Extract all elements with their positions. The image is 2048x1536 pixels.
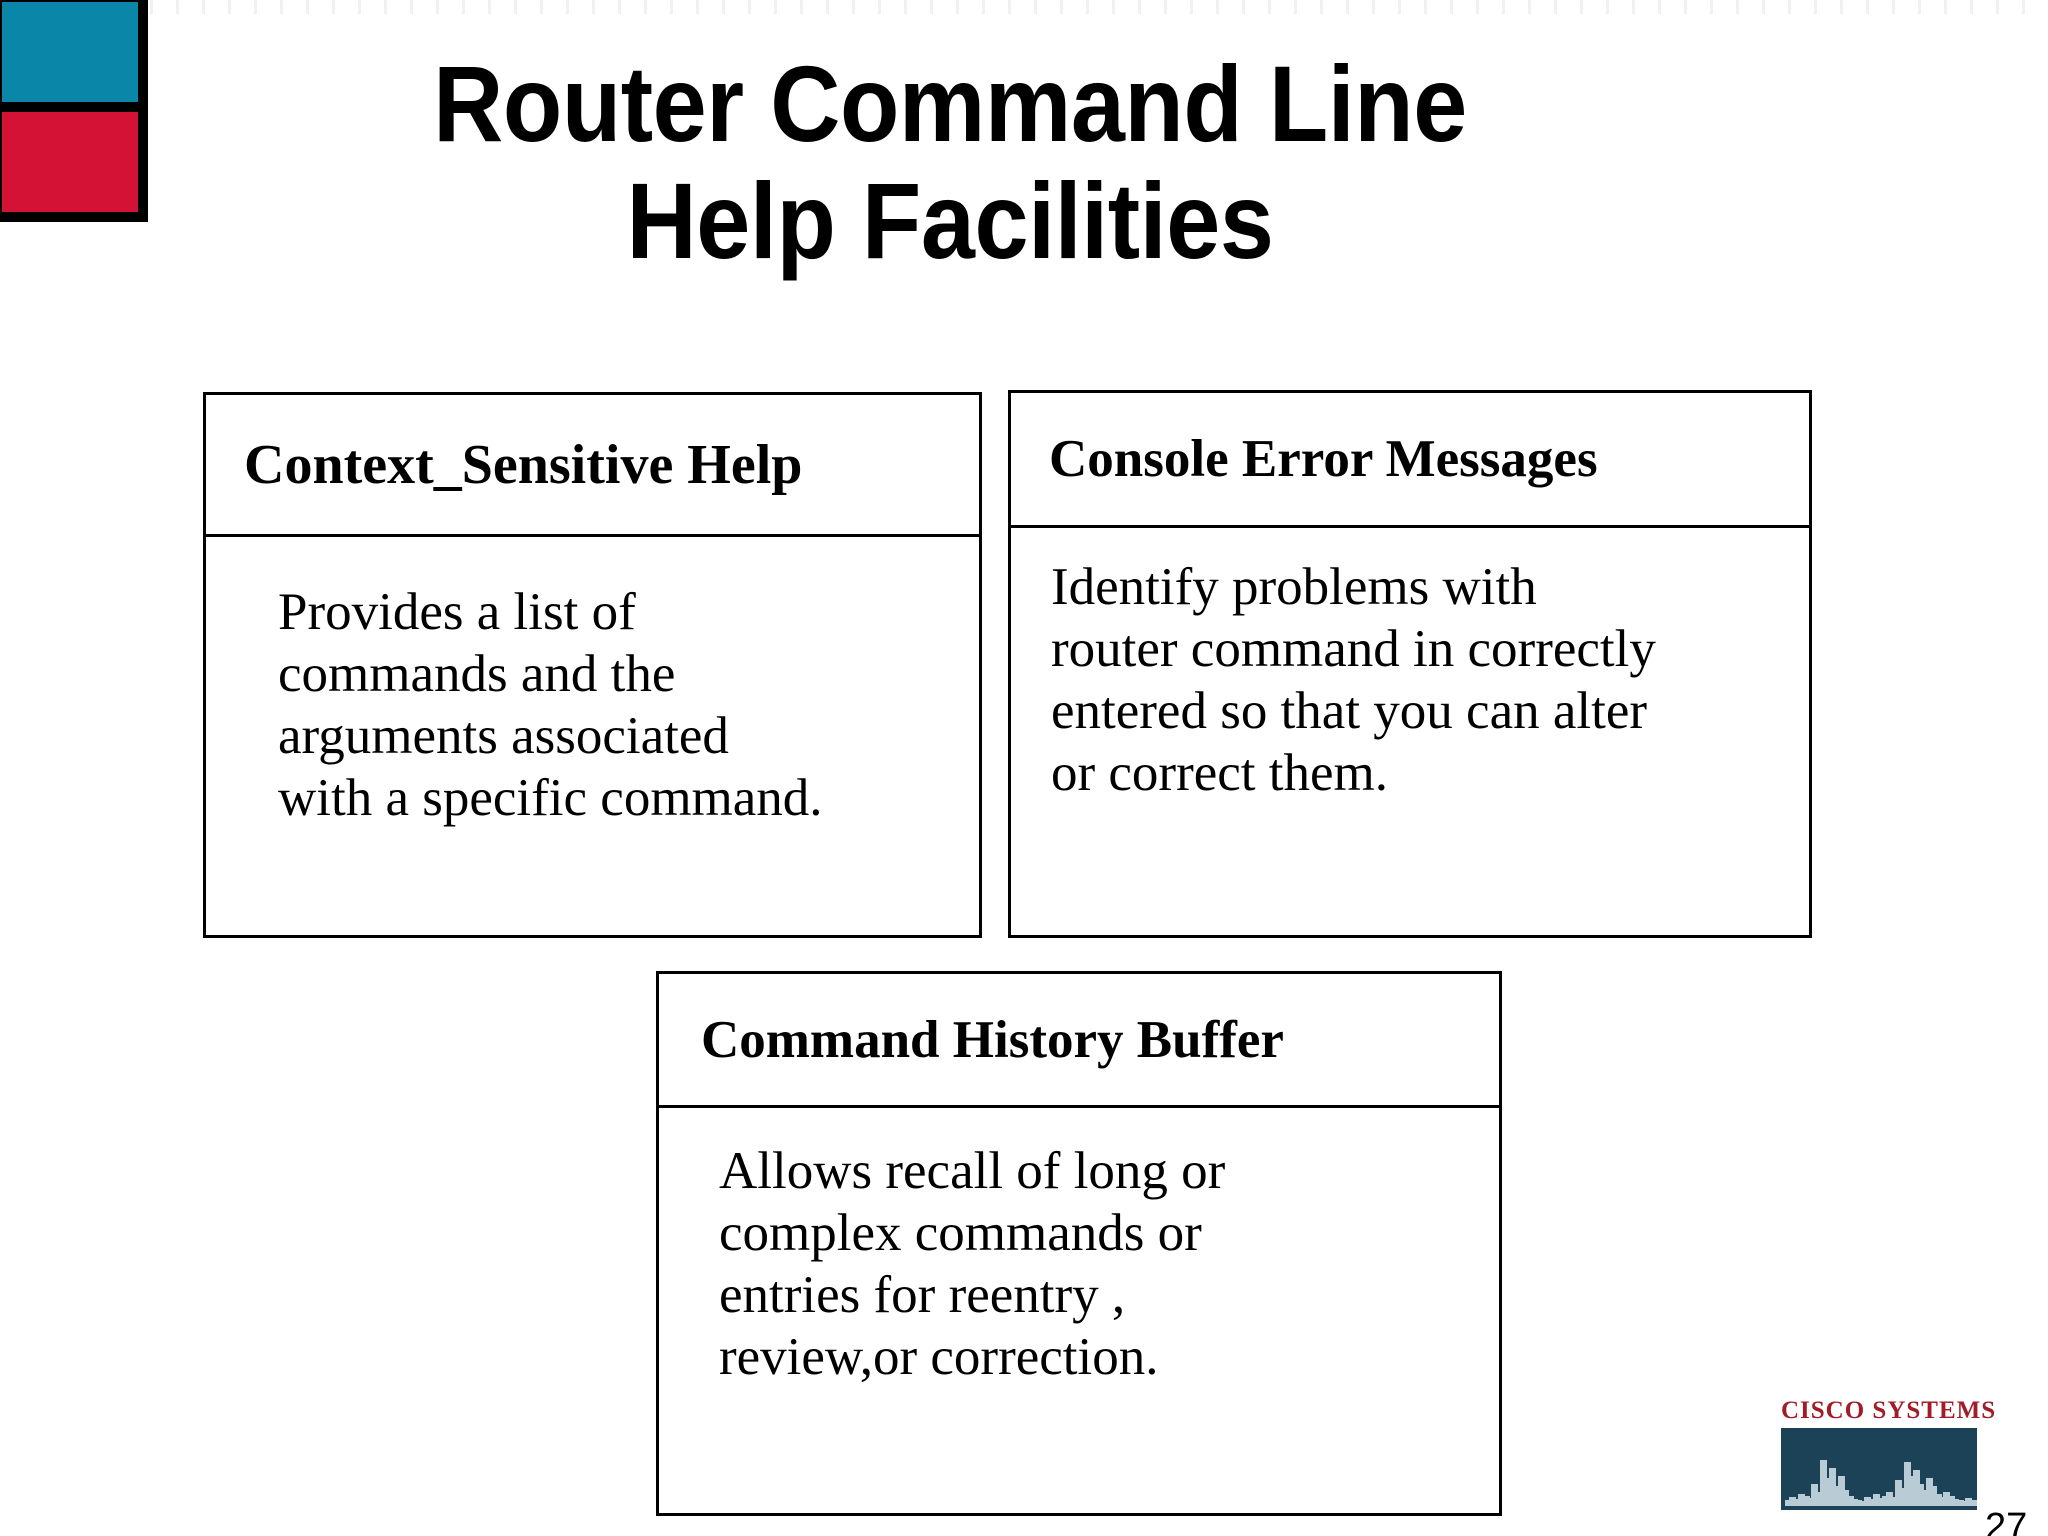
concept-box-command-history-buffer: Command History Buffer Allows recall of … [656, 971, 1502, 1516]
cisco-bridge-bar [1899, 1488, 1907, 1506]
title-line-1: Router Command Line [433, 43, 1467, 164]
cisco-bridge-bar [1846, 1496, 1854, 1506]
concept-box-context-sensitive-help: Context_Sensitive Help Provides a list o… [203, 392, 982, 938]
box-body-console-error-messages: Identify problems with router command in… [1051, 558, 1656, 802]
cisco-bridge-bar [1802, 1496, 1810, 1506]
cisco-bridge-bar [1851, 1499, 1858, 1506]
cisco-bridge-bar [1859, 1501, 1867, 1506]
cisco-bridge-bar [1864, 1497, 1872, 1506]
box-header-command-history-buffer: Command History Buffer [659, 974, 1499, 1108]
cisco-bridge-bar [1842, 1490, 1850, 1506]
cisco-wordmark-text: CISCO SYSTEMS [1781, 1397, 1997, 1424]
cisco-bridge-bar [1943, 1492, 1951, 1506]
cisco-bridge-bar [1815, 1492, 1823, 1506]
cisco-bridge-bar [1798, 1494, 1806, 1506]
cisco-bridge-bar [1881, 1496, 1889, 1506]
cisco-bridge-bar [1939, 1497, 1946, 1506]
cisco-bridge-bar [1855, 1500, 1863, 1506]
cisco-bridge-bar [1895, 1480, 1902, 1506]
cisco-bridge-bar [1934, 1494, 1942, 1506]
cisco-bridge-bar [1820, 1460, 1828, 1506]
cisco-bridge-bar [1886, 1492, 1894, 1506]
cisco-bridge-bar [1785, 1500, 1792, 1506]
concept-box-console-error-messages: Console Error Messages Identify problems… [1008, 390, 1812, 938]
cisco-bridge-bar [1868, 1499, 1876, 1506]
box-body-context-sensitive-help: Provides a list of commands and the argu… [278, 583, 823, 827]
cisco-bridge-bar [1833, 1486, 1841, 1506]
cisco-bridge-bar [1961, 1501, 1968, 1506]
logo-swatch-teal [2, 2, 138, 112]
cisco-bridge-bar [1956, 1500, 1964, 1506]
cisco-bridge-bar [1930, 1486, 1938, 1506]
cisco-bridge-bar [1925, 1478, 1933, 1506]
box-header-console-error-messages: Console Error Messages [1011, 393, 1809, 528]
cisco-bridge-bar [1908, 1476, 1916, 1506]
cisco-bridge-bar [1965, 1498, 1973, 1506]
title-line-2: Help Facilities [626, 159, 1274, 281]
box-header-context-sensitive-help: Context_Sensitive Help [206, 395, 979, 537]
cisco-systems-logo: CISCO SYSTEMS [1781, 1397, 1997, 1514]
cisco-bridge-bar [1947, 1496, 1955, 1506]
cisco-bridge-bar [1829, 1468, 1836, 1506]
corner-color-block-logo [0, 0, 148, 222]
cisco-bridge-bar [1974, 1501, 1977, 1506]
cisco-bridge-bar [1903, 1462, 1911, 1506]
cisco-bridge-bar [1824, 1478, 1832, 1506]
scan-artifact [150, 0, 2048, 14]
cisco-bridge-bar [1917, 1484, 1924, 1506]
cisco-bridge-bar [1921, 1490, 1929, 1506]
cisco-bridge-bar [1952, 1499, 1960, 1506]
cisco-bridge-bar [1969, 1500, 1977, 1506]
cisco-bridge-bar [1912, 1470, 1920, 1506]
cisco-bridge-bar [1789, 1497, 1797, 1506]
cisco-bridge-bar [1890, 1497, 1898, 1506]
cisco-bridge-bar [1793, 1499, 1801, 1506]
cisco-bridge-bar [1811, 1484, 1819, 1506]
box-body-command-history-buffer: Allows recall of long or complex command… [719, 1142, 1226, 1386]
cisco-bridge-bar [1873, 1494, 1880, 1506]
cisco-bridge-bar [1837, 1476, 1845, 1506]
logo-swatch-red [2, 112, 138, 212]
cisco-bridge-bar [1877, 1498, 1885, 1506]
page-title: Router Command Line Help Facilities [248, 43, 1652, 281]
cisco-bridge-bar [1807, 1498, 1814, 1506]
cisco-bridge-icon [1781, 1428, 1977, 1510]
page-number: 27 [1985, 1506, 2028, 1536]
